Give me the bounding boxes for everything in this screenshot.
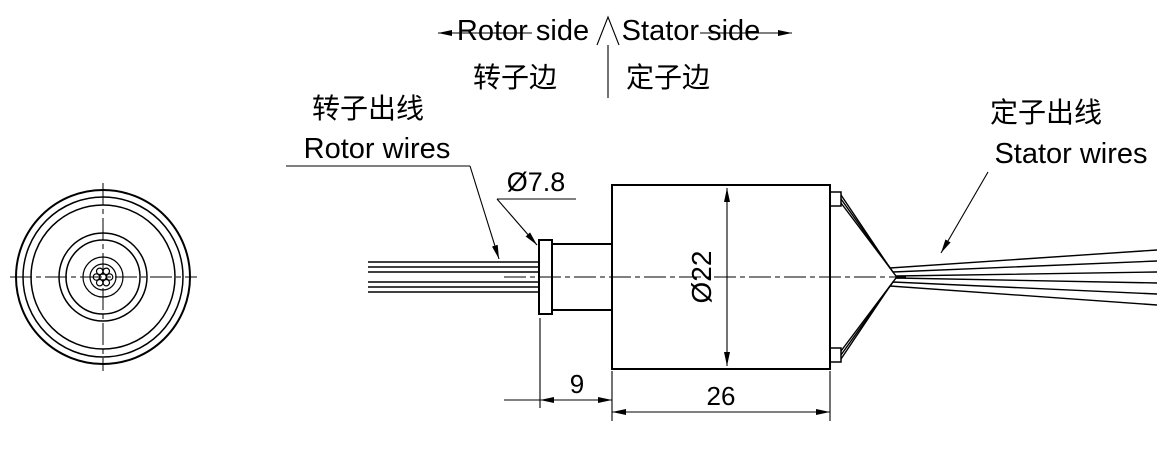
front-hub-circle bbox=[65, 239, 141, 315]
front-bore-circle bbox=[89, 263, 117, 291]
stator-wires-label-zh: 定子出线 bbox=[990, 97, 1102, 128]
stator-wires-callout: 定子出线 Stator wires bbox=[940, 97, 1148, 254]
stator-wire-boss-top bbox=[829, 191, 842, 207]
rotor-callout-leader-line bbox=[469, 165, 500, 260]
shaft-diameter-value: Ø7.8 bbox=[507, 167, 566, 197]
divider-caret bbox=[596, 15, 620, 46]
front-wire-bundle bbox=[92, 267, 114, 287]
dimension-body-diameter: Ø22 bbox=[686, 188, 730, 366]
side-view bbox=[368, 184, 1158, 370]
dimension-leader-line bbox=[496, 198, 538, 246]
side-indicator-header: Rotor side Stator side 转子边 定子边 bbox=[438, 15, 792, 98]
body-length-value: 26 bbox=[707, 381, 736, 411]
stator-side-label-en: Stator side bbox=[622, 15, 761, 47]
wire-strand-circle bbox=[95, 267, 104, 276]
wire-line bbox=[840, 285, 1158, 360]
front-hub-circle bbox=[58, 232, 148, 322]
wire-line bbox=[840, 194, 1158, 269]
wire-strand-circle bbox=[102, 267, 111, 276]
front-view bbox=[10, 183, 197, 371]
front-ring-circle bbox=[30, 204, 176, 350]
dimension-shaft-length: 9 bbox=[504, 318, 613, 421]
body-diameter-value: Ø22 bbox=[686, 251, 717, 304]
dimension-body-length: 26 bbox=[612, 371, 831, 421]
wire-line bbox=[840, 281, 1158, 356]
front-ring-circle bbox=[22, 196, 184, 358]
wire-line bbox=[840, 202, 1158, 277]
dimension-shaft-diameter: Ø7.8 bbox=[496, 167, 576, 246]
stator-callout-leader-line bbox=[940, 171, 989, 254]
stator-body bbox=[611, 184, 831, 370]
front-outer-circle bbox=[15, 189, 191, 365]
rotor-wires-label-zh: 转子出线 bbox=[312, 93, 424, 124]
rotor-side-label-en: Rotor side bbox=[457, 15, 589, 47]
wire-strand-circle bbox=[92, 273, 101, 281]
wire-line bbox=[840, 277, 1158, 352]
rotor-lead-wires bbox=[368, 261, 540, 293]
stator-wire-boss-bottom bbox=[829, 347, 842, 363]
rotor-wires-callout: 转子出线 Rotor wires bbox=[286, 93, 500, 260]
stator-wires-label-en: Stator wires bbox=[994, 138, 1147, 170]
stator-lead-wires bbox=[840, 194, 1158, 360]
wire-strand-circle bbox=[102, 278, 111, 287]
front-bore-circle bbox=[82, 256, 124, 298]
rotor-wires-label-en: Rotor wires bbox=[304, 133, 451, 165]
wire-strand-circle bbox=[95, 278, 104, 287]
stator-side-label-zh: 定子边 bbox=[626, 62, 710, 93]
shaft-length-value: 9 bbox=[570, 369, 584, 399]
wire-strand-circle bbox=[105, 273, 114, 281]
rotor-side-label-zh: 转子边 bbox=[473, 62, 557, 93]
